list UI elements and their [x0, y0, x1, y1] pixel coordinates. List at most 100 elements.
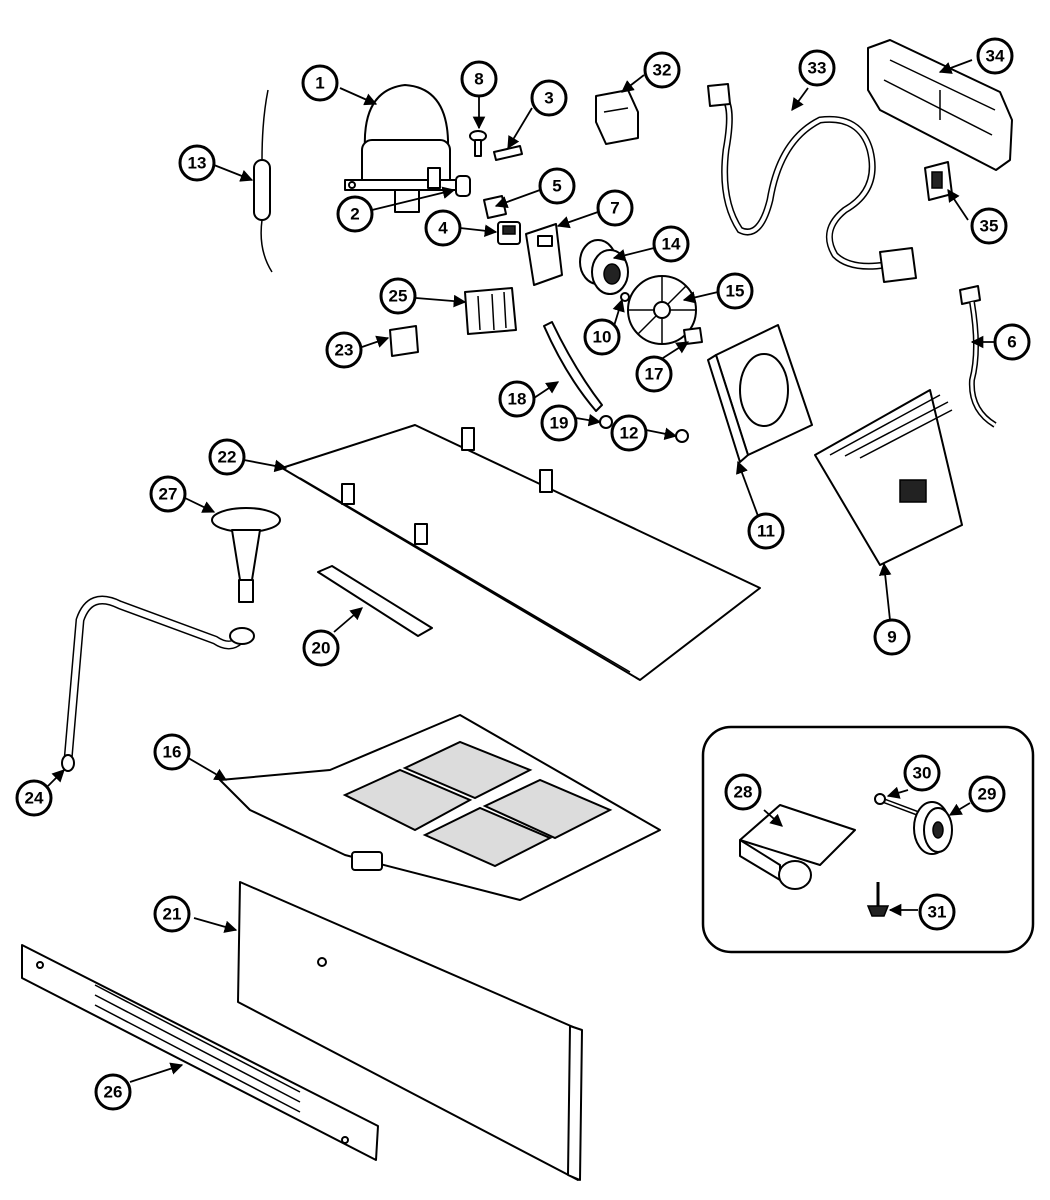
callout-1: 1 [301, 64, 339, 102]
svg-text:20: 20 [312, 639, 331, 658]
callout-26: 26 [94, 1073, 132, 1111]
callout-33: 33 [798, 49, 836, 87]
part-19-nut [599, 415, 613, 429]
callout-7: 7 [596, 189, 634, 227]
callout-31: 31 [918, 893, 956, 931]
svg-text:5: 5 [552, 177, 561, 196]
part-28-caster [739, 804, 856, 890]
svg-text:1: 1 [315, 74, 324, 93]
svg-text:16: 16 [163, 743, 182, 762]
part-23-terminal [389, 325, 419, 357]
leader-lines [47, 59, 995, 1083]
part-8-screw [469, 130, 487, 157]
callout-35: 35 [970, 207, 1008, 245]
svg-text:21: 21 [163, 905, 182, 924]
callout-2: 2 [336, 195, 374, 233]
part-11-shroud [707, 324, 813, 463]
part-4-overload [497, 221, 521, 245]
svg-text:23: 23 [335, 341, 354, 360]
part-20-rail [317, 565, 433, 637]
part-24-drain-tube [61, 595, 255, 772]
part-25-bracket [464, 287, 517, 335]
svg-text:22: 22 [218, 448, 237, 467]
svg-text:4: 4 [438, 219, 448, 238]
svg-text:8: 8 [474, 70, 483, 89]
svg-text:15: 15 [726, 282, 745, 301]
callout-32: 32 [643, 51, 681, 89]
part-10-nut [620, 292, 630, 302]
part-34-cover [867, 39, 1013, 171]
callout-9: 9 [873, 618, 911, 656]
part-14-fan-motor [579, 239, 629, 295]
part-13-drier [253, 89, 273, 273]
callout-19: 19 [540, 404, 578, 442]
callout-24: 24 [15, 779, 53, 817]
svg-text:28: 28 [734, 783, 753, 802]
part-18-strap [543, 321, 603, 412]
callout-22: 22 [208, 438, 246, 476]
svg-text:32: 32 [653, 61, 672, 80]
part-15-fan-blade [627, 275, 697, 345]
part-32-relay [595, 89, 639, 145]
callout-5: 5 [538, 167, 576, 205]
callout-3: 3 [530, 79, 568, 117]
svg-text:3: 3 [544, 89, 553, 108]
svg-text:34: 34 [986, 47, 1005, 66]
part-3-clip [493, 145, 523, 161]
svg-text:31: 31 [928, 903, 947, 922]
part-17-bracket [683, 327, 703, 345]
callout-27: 27 [149, 475, 187, 513]
part-33-power-cord [707, 83, 917, 283]
callout-15: 15 [716, 272, 754, 310]
part-12-nut [675, 429, 689, 443]
part-29-wheel [913, 801, 953, 855]
svg-text:12: 12 [620, 424, 639, 443]
callout-29: 29 [968, 775, 1006, 813]
svg-text:29: 29 [978, 785, 997, 804]
part-16-drain-pan [219, 714, 661, 901]
part-2-grommet [455, 175, 471, 197]
callout-30: 30 [903, 754, 941, 792]
inset-box-wheels [701, 725, 1035, 954]
svg-text:24: 24 [25, 789, 44, 808]
callout-20: 20 [302, 629, 340, 667]
part-5-relay [483, 195, 507, 219]
callout-17: 17 [635, 355, 673, 393]
svg-text:19: 19 [550, 414, 569, 433]
svg-text:18: 18 [508, 390, 527, 409]
svg-text:13: 13 [188, 154, 207, 173]
part-27-funnel [211, 507, 281, 603]
svg-text:27: 27 [159, 485, 178, 504]
callout-4: 4 [424, 209, 462, 247]
part-7-cover [525, 223, 563, 286]
part-31-leveler [866, 882, 890, 917]
svg-text:30: 30 [913, 764, 932, 783]
svg-text:25: 25 [389, 287, 408, 306]
callout-10: 10 [583, 318, 621, 356]
callout-34: 34 [976, 37, 1014, 75]
callout-13: 13 [178, 144, 216, 182]
svg-text:7: 7 [610, 199, 619, 218]
part-30-axle [874, 793, 923, 818]
svg-text:26: 26 [104, 1083, 123, 1102]
part-22-base-pan [281, 424, 761, 681]
svg-text:17: 17 [645, 365, 664, 384]
part-35-switch [924, 161, 953, 201]
callout-25: 25 [379, 277, 417, 315]
part-26-grille [21, 944, 379, 1161]
svg-text:33: 33 [808, 59, 827, 78]
callout-18: 18 [498, 380, 536, 418]
svg-text:9: 9 [887, 628, 896, 647]
svg-text:2: 2 [350, 205, 359, 224]
svg-text:10: 10 [593, 328, 612, 347]
part-1-compressor [344, 84, 471, 213]
part-9-condenser [814, 389, 963, 566]
svg-text:14: 14 [662, 235, 681, 254]
svg-text:6: 6 [1007, 333, 1016, 352]
callout-6: 6 [993, 323, 1031, 361]
callout-28: 28 [724, 773, 762, 811]
callout-23: 23 [325, 331, 363, 369]
callout-11: 11 [747, 512, 785, 550]
callout-14: 14 [652, 225, 690, 263]
